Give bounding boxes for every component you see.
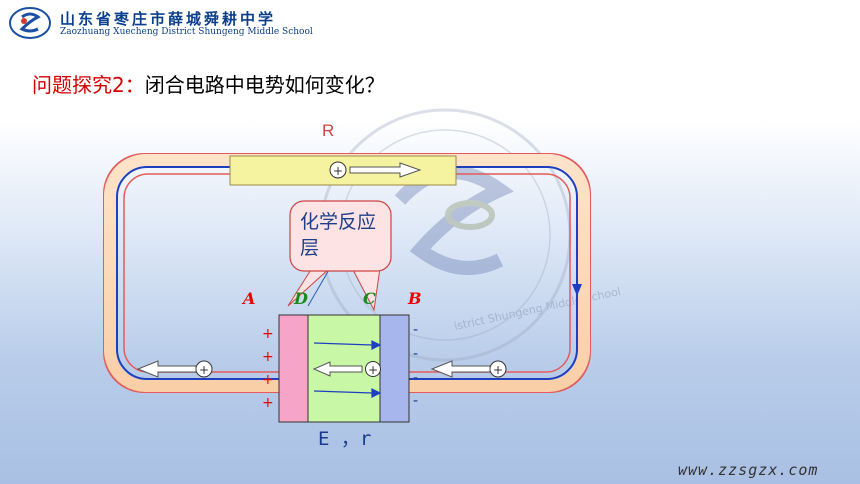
interface-label-C: C [363, 289, 376, 308]
left-wire-charge-symbol: + [199, 363, 209, 377]
resistor-charge-circle [329, 161, 347, 179]
plus-sign: + [262, 372, 274, 388]
right-wire-arrow [430, 360, 491, 378]
school-name-cn: 山东省枣庄市薛城舜耕中学 [60, 10, 277, 28]
resistor-charge-symbol: + [333, 164, 343, 178]
electric-field-lines [313, 340, 382, 398]
plus-sign: + [262, 349, 274, 365]
reaction-layer-callout [289, 200, 392, 272]
school-name-en: Zaozhuang Xuecheng District Shungeng Mid… [60, 27, 313, 37]
resistor-label: R [322, 121, 335, 140]
interface-label-D: D [294, 289, 308, 308]
reaction-layer-text: 化学反应层 [300, 211, 377, 259]
internal-charge-symbol: + [368, 363, 378, 377]
slide-title: 问题探究2：闭合电路中电势如何变化？ [32, 69, 385, 98]
plus-sign: + [262, 326, 274, 342]
minus-sign: - [413, 322, 419, 338]
right-wire-charge-symbol: + [493, 363, 503, 377]
header-bar: 山东省枣庄市薛城舜耕中学 Zaozhuang Xuecheng District… [0, 0, 860, 44]
terminal-label-A: A [243, 289, 256, 308]
title-question-label: 问题探究2： [32, 73, 145, 97]
minus-sign: - [413, 370, 419, 386]
positive-plate-A [278, 314, 309, 423]
minus-sign: - [413, 393, 419, 409]
minus-sign: - [413, 346, 419, 362]
reaction-layer-callout-tail-line [307, 267, 331, 307]
school-logo-icon [9, 7, 51, 39]
internal-charge-circle [365, 361, 381, 377]
title-question-text: 闭合电路中电势如何变化？ [144, 73, 385, 97]
left-wire-arrow [136, 360, 197, 378]
current-direction-arrowhead [572, 284, 582, 296]
negative-plate-B [379, 314, 410, 423]
emf-label: E ，r [318, 428, 372, 450]
resistor-arrow [349, 162, 422, 178]
terminal-label-B: B [408, 289, 422, 308]
plus-sign: + [262, 395, 274, 411]
website-footer: www.zzsgzx.com [678, 461, 819, 479]
internal-charge-arrow [312, 361, 363, 377]
